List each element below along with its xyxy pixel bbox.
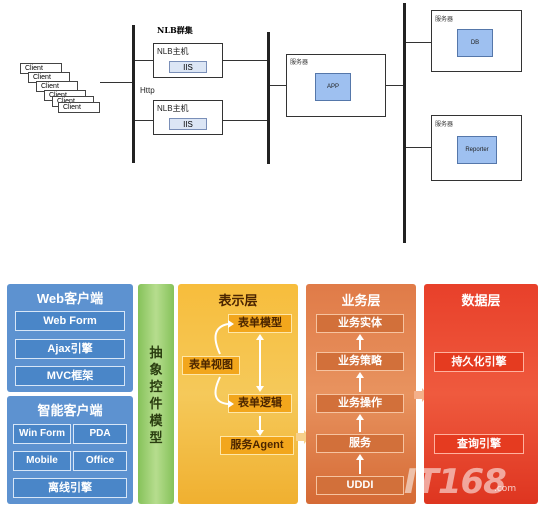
ajax-engine-box: Ajax引擎 bbox=[15, 339, 125, 359]
business-policy-box: 业务策略 bbox=[316, 352, 404, 371]
server-label: 服务器 bbox=[290, 60, 309, 66]
nlb-host-label: NLB主机 bbox=[157, 47, 189, 56]
presentation-arrows bbox=[214, 320, 264, 436]
form-view-box: 表单视图 bbox=[182, 356, 240, 375]
iis-box: IIS bbox=[169, 118, 207, 130]
connector-line bbox=[135, 120, 153, 121]
mvc-framework-box: MVC框架 bbox=[15, 366, 125, 386]
connector-line bbox=[223, 60, 267, 61]
connector-line bbox=[135, 60, 153, 61]
network-bus-1 bbox=[132, 25, 135, 163]
http-label: Http bbox=[140, 86, 155, 95]
business-entity-box: 业务实体 bbox=[316, 314, 404, 333]
connector-line bbox=[100, 82, 133, 83]
offline-engine-box: 离线引擎 bbox=[13, 478, 127, 498]
db-box: DB bbox=[457, 29, 493, 57]
app-box: APP bbox=[315, 73, 351, 101]
presentation-layer-title: 表示层 bbox=[218, 293, 258, 308]
reporter-box: Reporter bbox=[457, 136, 497, 164]
presentation-layer-panel: 表示层 表单模型 表单视图 表单逻辑 服务Agent bbox=[178, 284, 298, 504]
service-agent-box: 服务Agent bbox=[220, 436, 294, 455]
server-label: 服务器 bbox=[435, 17, 454, 23]
pda-box: PDA bbox=[73, 424, 127, 444]
nlb-host-box: NLB主机 IIS bbox=[153, 100, 223, 135]
business-layer-panel: 业务层 业务实体 业务策略 业务操作 服务 UDDI bbox=[306, 284, 416, 504]
iis-box: IIS bbox=[169, 61, 207, 73]
connector-line bbox=[406, 42, 431, 43]
persistence-engine-box: 持久化引擎 bbox=[434, 352, 524, 372]
smart-client-panel: 智能客户端 Win Form PDA Mobile Office 离线引擎 bbox=[7, 396, 133, 504]
connector-line bbox=[386, 85, 403, 86]
smart-client-title: 智能客户端 bbox=[37, 403, 103, 418]
connector-line bbox=[270, 85, 286, 86]
server-box-reporter: 服务器 Reporter bbox=[431, 115, 522, 181]
business-operation-box: 业务操作 bbox=[316, 394, 404, 413]
watermark-logo: IT168 bbox=[404, 462, 507, 502]
nlb-host-label: NLB主机 bbox=[157, 104, 189, 113]
connector-line bbox=[406, 147, 431, 148]
uddi-box: UDDI bbox=[316, 476, 404, 495]
service-box: 服务 bbox=[316, 434, 404, 453]
business-arrows bbox=[356, 334, 364, 474]
abstract-control-model-panel: 抽 象 控 件 模 型 bbox=[138, 284, 174, 504]
network-bus-2 bbox=[267, 32, 270, 164]
network-bus-3 bbox=[403, 3, 406, 243]
web-form-box: Web Form bbox=[15, 311, 125, 331]
business-layer-title: 业务层 bbox=[341, 293, 381, 308]
server-box-app: 服务器 APP bbox=[286, 54, 386, 117]
web-client-panel: Web客户端 Web Form Ajax引擎 MVC框架 bbox=[7, 284, 133, 392]
win-form-box: Win Form bbox=[13, 424, 71, 444]
server-label: 服务器 bbox=[435, 122, 454, 128]
nlb-host-box: NLB主机 IIS bbox=[153, 43, 223, 78]
form-logic-box: 表单逻辑 bbox=[228, 394, 292, 413]
data-layer-panel: 数据层 持久化引擎 查询引擎 bbox=[424, 284, 538, 504]
mobile-box: Mobile bbox=[13, 451, 71, 471]
server-box-db: 服务器 DB bbox=[431, 10, 522, 72]
client-box: Client bbox=[58, 102, 100, 113]
data-layer-title: 数据层 bbox=[461, 293, 501, 308]
nlb-cluster-label: NLB群集 bbox=[157, 25, 193, 35]
abstract-control-model-label: 抽 象 控 件 模 型 bbox=[149, 345, 163, 445]
query-engine-box: 查询引擎 bbox=[434, 434, 524, 454]
office-box: Office bbox=[73, 451, 127, 471]
watermark-domain: .com bbox=[494, 484, 517, 494]
web-client-title: Web客户端 bbox=[36, 291, 104, 306]
connector-line bbox=[223, 120, 267, 121]
